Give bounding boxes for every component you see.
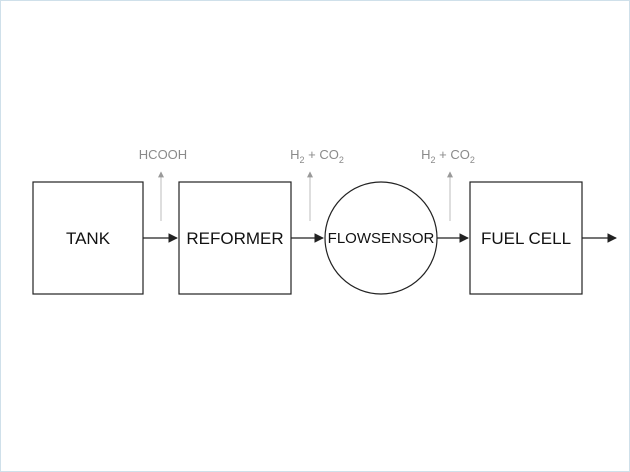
reformer-box (178, 181, 292, 295)
annotation-h2-co2-1-cosub: 2 (339, 155, 344, 165)
fuelcell-label: FUEL CELL (481, 229, 571, 248)
annotation-h2-co2-1-mid: + CO (305, 147, 339, 162)
annotation-hcooh: HCOOH (139, 147, 187, 162)
node-reformer: REFORMER (178, 181, 292, 295)
tank-box (32, 181, 144, 295)
node-tank: TANK (32, 181, 144, 295)
flowsensor-label: FLOWSENSOR (328, 230, 435, 247)
node-flowsensor: FLOWSENSOR (324, 181, 438, 295)
annotation-h2-co2-1: H2 + CO2 (290, 147, 344, 165)
reformer-label: REFORMER (186, 229, 283, 248)
annotation-h2-co2-2-h: H (421, 147, 430, 162)
annotation-h2-co2-2-cosub: 2 (470, 155, 475, 165)
annotation-h2-co2-2: H2 + CO2 (421, 147, 475, 165)
annotation-h2-co2-1-h: H (290, 147, 299, 162)
annotation-h2-co2-1-hsub: 2 (300, 155, 305, 165)
annotation-h2-co2-2-hsub: 2 (431, 155, 436, 165)
tank-label: TANK (66, 229, 111, 248)
fuelcell-box (469, 181, 583, 295)
annotation-h2-co2-2-mid: + CO (436, 147, 470, 162)
node-fuelcell: FUEL CELL (469, 181, 583, 295)
